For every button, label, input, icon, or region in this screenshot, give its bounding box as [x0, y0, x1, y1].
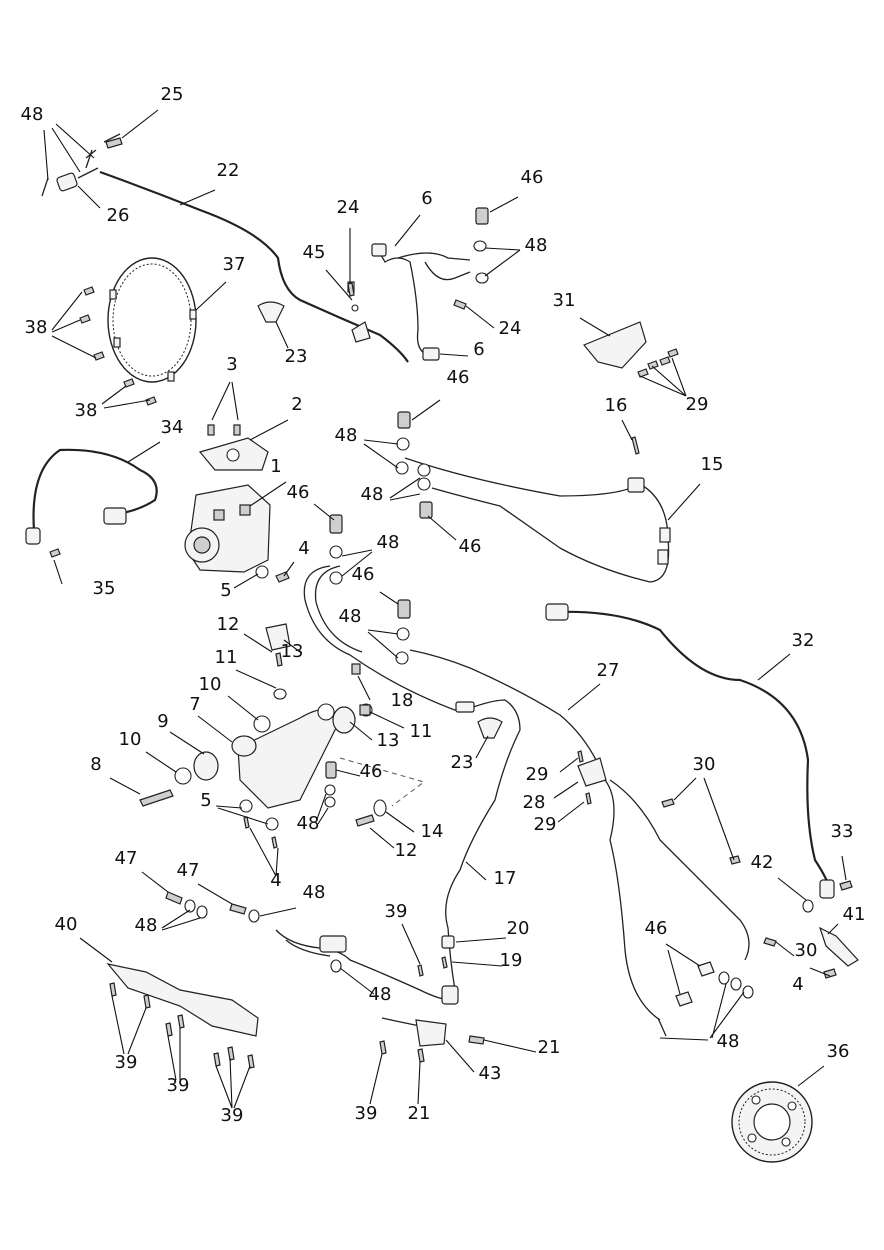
callout-46: 46: [447, 367, 470, 388]
callout-31: 31: [553, 290, 576, 311]
callout-48: 48: [377, 532, 400, 553]
callout-10: 10: [199, 674, 222, 695]
callout-39: 39: [355, 1103, 378, 1124]
callout-43: 43: [479, 1063, 502, 1084]
callout-21: 21: [408, 1103, 431, 1124]
callout-32: 32: [792, 630, 815, 651]
callout-9: 9: [157, 711, 168, 732]
callout-4: 4: [270, 870, 281, 891]
callout-13: 13: [281, 641, 304, 662]
callout-30: 30: [693, 754, 716, 775]
callout-20: 20: [507, 918, 530, 939]
callout-35: 35: [93, 578, 116, 599]
callout-46: 46: [352, 564, 375, 585]
callout-40: 40: [55, 914, 78, 935]
callout-39: 39: [167, 1075, 190, 1096]
callout-48: 48: [21, 104, 44, 125]
callout-46: 46: [459, 536, 482, 557]
callout-19: 19: [500, 950, 523, 971]
parts-artwork: [25, 133, 859, 1163]
callout-6: 6: [473, 339, 484, 360]
callout-11: 11: [215, 647, 238, 668]
callout-21: 21: [538, 1037, 561, 1058]
callout-24: 24: [499, 318, 522, 339]
callout-2: 2: [291, 394, 302, 415]
callout-30: 30: [795, 940, 818, 961]
callout-5: 5: [200, 790, 211, 811]
callout-4: 4: [298, 538, 309, 559]
callout-33: 33: [831, 821, 854, 842]
callout-45: 45: [303, 242, 326, 263]
callout-1: 1: [270, 456, 281, 477]
callout-48: 48: [361, 484, 384, 505]
callout-48: 48: [369, 984, 392, 1005]
callout-48: 48: [717, 1031, 740, 1052]
callout-48: 48: [135, 915, 158, 936]
callout-47: 47: [115, 848, 138, 869]
callout-3: 3: [226, 354, 237, 375]
callout-10: 10: [119, 729, 142, 750]
callout-48: 48: [335, 425, 358, 446]
callout-29: 29: [534, 814, 557, 835]
callout-numbers: 1234445566789101011111212131314151617181…: [21, 84, 866, 1126]
callout-37: 37: [223, 254, 246, 275]
callout-26: 26: [107, 205, 130, 226]
callout-46: 46: [360, 761, 383, 782]
callout-12: 12: [217, 614, 240, 635]
callout-4: 4: [792, 974, 803, 995]
callout-23: 23: [451, 752, 474, 773]
callout-18: 18: [391, 690, 414, 711]
callout-24: 24: [337, 197, 360, 218]
callout-36: 36: [827, 1041, 850, 1062]
callout-23: 23: [285, 346, 308, 367]
callout-14: 14: [421, 821, 444, 842]
callout-46: 46: [645, 918, 668, 939]
callout-38: 38: [25, 317, 48, 338]
callout-17: 17: [494, 868, 517, 889]
callout-15: 15: [701, 454, 724, 475]
callout-28: 28: [523, 792, 546, 813]
callout-16: 16: [605, 395, 628, 416]
callout-22: 22: [217, 160, 240, 181]
callout-41: 41: [843, 904, 866, 925]
callout-39: 39: [385, 901, 408, 922]
callout-34: 34: [161, 417, 184, 438]
callout-29: 29: [686, 394, 709, 415]
callout-38: 38: [75, 400, 98, 421]
callout-8: 8: [90, 754, 101, 775]
callout-39: 39: [221, 1105, 244, 1126]
callout-48: 48: [297, 813, 320, 834]
callout-29: 29: [526, 764, 549, 785]
callout-46: 46: [521, 167, 544, 188]
leader-lines: [43, 109, 847, 1109]
callout-42: 42: [751, 852, 774, 873]
callout-39: 39: [115, 1052, 138, 1073]
callout-25: 25: [161, 84, 184, 105]
callout-6: 6: [421, 188, 432, 209]
callout-48: 48: [339, 606, 362, 627]
callout-7: 7: [189, 694, 200, 715]
callout-27: 27: [597, 660, 620, 681]
callout-13: 13: [377, 730, 400, 751]
callout-48: 48: [525, 235, 548, 256]
callout-47: 47: [177, 860, 200, 881]
callout-5: 5: [220, 580, 231, 601]
callout-12: 12: [395, 840, 418, 861]
callout-48: 48: [303, 882, 326, 903]
callout-11: 11: [410, 721, 433, 742]
callout-46: 46: [287, 482, 310, 503]
